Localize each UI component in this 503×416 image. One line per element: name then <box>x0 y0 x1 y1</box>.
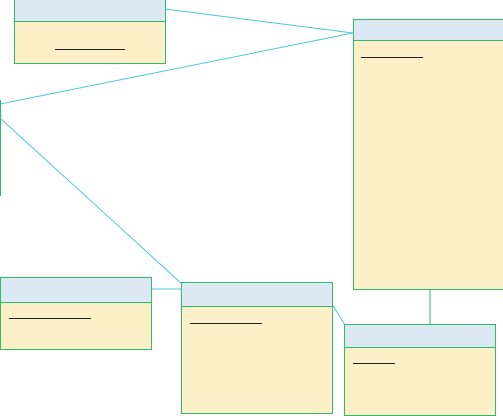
field-underline <box>190 323 262 324</box>
entity-header <box>345 325 495 348</box>
field-underline <box>353 363 395 364</box>
entity-top-left[interactable] <box>14 0 166 64</box>
entity-bottom-middle[interactable] <box>181 282 333 414</box>
entity-bottom-left[interactable] <box>0 277 152 350</box>
entity-right-tall[interactable] <box>353 19 503 290</box>
entity-bottom-right[interactable] <box>344 324 496 416</box>
field-underline <box>55 49 125 50</box>
field-underline <box>9 318 91 319</box>
connector-bottommiddle-bottomright <box>331 303 346 326</box>
entity-header <box>182 283 332 307</box>
connector-topleft-right <box>164 8 354 34</box>
entity-header <box>354 20 503 41</box>
field-underline <box>361 57 423 58</box>
entity-header <box>1 278 151 303</box>
connector-leftedge-bottommiddle <box>0 117 183 285</box>
entity-header <box>15 0 165 22</box>
connector-leftedge-right <box>0 32 354 105</box>
